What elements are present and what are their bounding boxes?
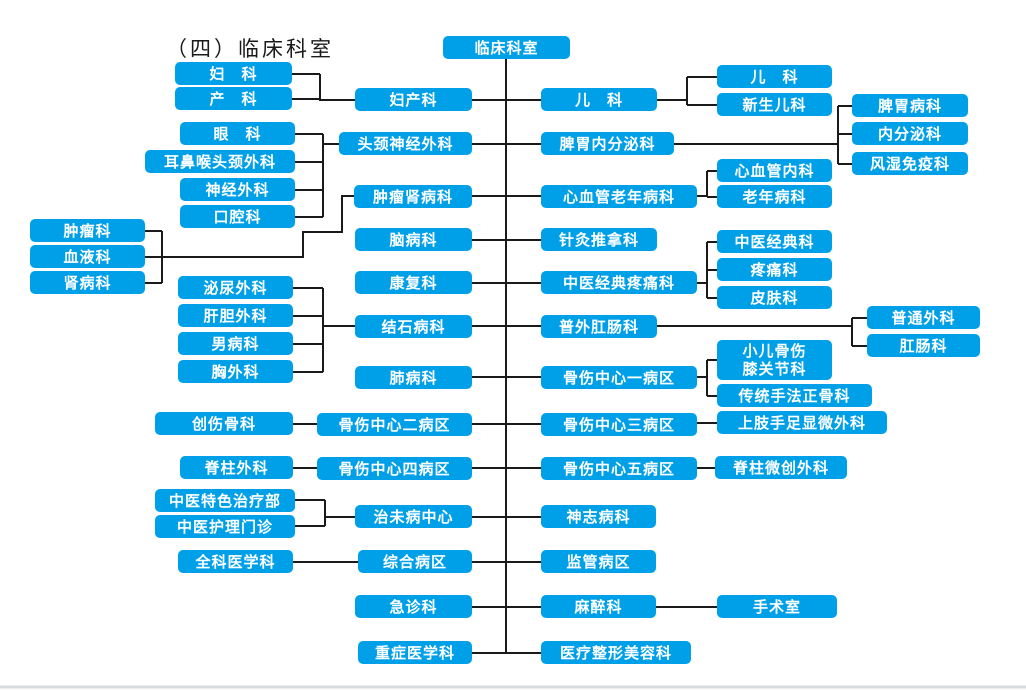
figure-title: （四）临床科室: [166, 37, 334, 61]
dept-xiaoergushang-xiguanjieke: 小儿骨伤 膝关节科: [717, 340, 832, 380]
dept-xiongwaike: 胸外科: [178, 360, 293, 383]
dept-gandanwaike: 肝胆外科: [178, 304, 293, 327]
dept-gangchangke: 肛肠科: [867, 334, 980, 357]
dept-zhongyihulimenzhen: 中医护理门诊: [155, 515, 295, 538]
dept-shenzhibingke: 神志病科: [541, 505, 656, 528]
dept-zhongliushenbingke: 肿瘤肾病科: [354, 185, 472, 208]
dept-xinxueguanneike: 心血管内科: [717, 159, 832, 182]
bracket-zhongyi-group: [295, 499, 355, 527]
dept-erbihoutoujingwaike: 耳鼻喉头颈外科: [145, 150, 295, 173]
dept-erke-child: 儿 科: [717, 65, 832, 88]
dept-jieshibingke: 结石病科: [355, 315, 472, 338]
dept-fuchanke: 妇产科: [355, 88, 472, 111]
row-lines: [472, 99, 541, 654]
dept-zhenjiutuinake: 针灸推拿科: [541, 228, 657, 251]
dept-zhongyitesezhiliaobu: 中医特色治疗部: [155, 489, 295, 512]
dept-zhiweibingzhongxin: 治未病中心: [355, 505, 472, 528]
dept-xinxueguanlaonianbingke: 心血管老年病科: [541, 185, 697, 208]
dept-shenjingwaike: 神经外科: [180, 178, 295, 201]
bracket-gushang1-children: [697, 359, 717, 397]
dept-zonghebingqu: 综合病区: [358, 550, 472, 573]
dept-chuangshanggeke: 创伤骨科: [155, 412, 293, 435]
dept-zhongzhengyixueke: 重症医学科: [358, 641, 472, 664]
dept-naobingke: 脑病科: [355, 228, 472, 251]
bracket-xinxueguan-children: [697, 170, 717, 198]
bracket-erke-children: [657, 76, 717, 106]
dept-jianguanbingqu: 监管病区: [541, 550, 656, 573]
dept-gushang-sibingqu: 骨伤中心四病区: [317, 457, 472, 480]
dept-kouqiangke: 口腔科: [180, 205, 295, 228]
dept-erke: 儿 科: [541, 88, 657, 111]
dept-nanbingke: 男病科: [178, 332, 293, 355]
dept-jizhuweichuangwaike: 脊柱微创外科: [715, 456, 847, 479]
dept-zhongliuke: 肿瘤科: [30, 219, 145, 242]
dept-yiliaozhengxingmeirongke: 医疗整形美容科: [541, 641, 691, 664]
dept-putongwaike: 普通外科: [867, 306, 980, 329]
bracket-zhongliu-group: [145, 195, 354, 284]
dept-jizhenke: 急诊科: [355, 595, 472, 618]
dept-neifenmike: 内分泌科: [852, 122, 968, 145]
dept-kangfuke: 康复科: [355, 271, 472, 294]
bracket-yanke-group: [295, 133, 339, 218]
dept-gushang-erbingqu: 骨伤中心二病区: [317, 413, 472, 436]
dept-gushang-wubingqu: 骨伤中心五病区: [541, 457, 697, 480]
dept-miniaowaike: 泌尿外科: [178, 276, 293, 299]
dept-jizhuwaike: 脊柱外科: [180, 456, 293, 479]
dept-piweibingke: 脾胃病科: [852, 94, 968, 117]
bracket-jingdian-children: [697, 241, 717, 299]
dept-root-linchuangkeshi: 临床科室: [443, 36, 570, 59]
bracket-piwei-children: [674, 105, 852, 165]
dept-tengtongke: 疼痛科: [717, 258, 832, 281]
dept-xueyeke: 血液科: [30, 245, 145, 268]
bracket-fuke-chanke: [292, 73, 355, 101]
dept-gushang-sanbingqu: 骨伤中心三病区: [541, 413, 697, 436]
dept-toujingshenjingwaike: 头颈神经外科: [339, 132, 472, 155]
dept-mazuike: 麻醉科: [541, 595, 656, 618]
dept-fengshimianyike: 风湿免疫科: [852, 152, 968, 175]
dept-fuke: 妇 科: [175, 62, 292, 85]
dept-zhongyijingdiantengtongke: 中医经典疼痛科: [541, 271, 697, 294]
dept-feibingke: 肺病科: [355, 366, 472, 389]
dept-piweineifenmike: 脾胃内分泌科: [541, 132, 674, 155]
dept-chanke: 产 科: [175, 87, 292, 110]
bracket-puwai-children: [657, 317, 867, 347]
dept-quankeyixueke: 全科医学科: [178, 550, 293, 573]
dept-pifuke: 皮肤科: [717, 286, 832, 309]
dept-yanke: 眼 科: [180, 122, 295, 145]
dept-zhongyijingdianke: 中医经典科: [717, 230, 832, 253]
dept-gushang-yibingqu: 骨伤中心一病区: [541, 366, 697, 389]
dept-chuantongshoufazhenggeke: 传统手法正骨科: [717, 384, 872, 407]
dept-shangzhishouzuxianweiwaike: 上肢手足显微外科: [717, 411, 887, 434]
dept-puwaigangchangke: 普外肛肠科: [541, 315, 657, 338]
dept-shenbingke: 肾病科: [30, 271, 145, 294]
bracket-miniao-group: [293, 287, 355, 373]
dept-shoushushi: 手术室: [717, 595, 837, 618]
dept-xinshengerke: 新生儿科: [717, 93, 832, 116]
dept-laonianbingke: 老年病科: [717, 185, 832, 208]
